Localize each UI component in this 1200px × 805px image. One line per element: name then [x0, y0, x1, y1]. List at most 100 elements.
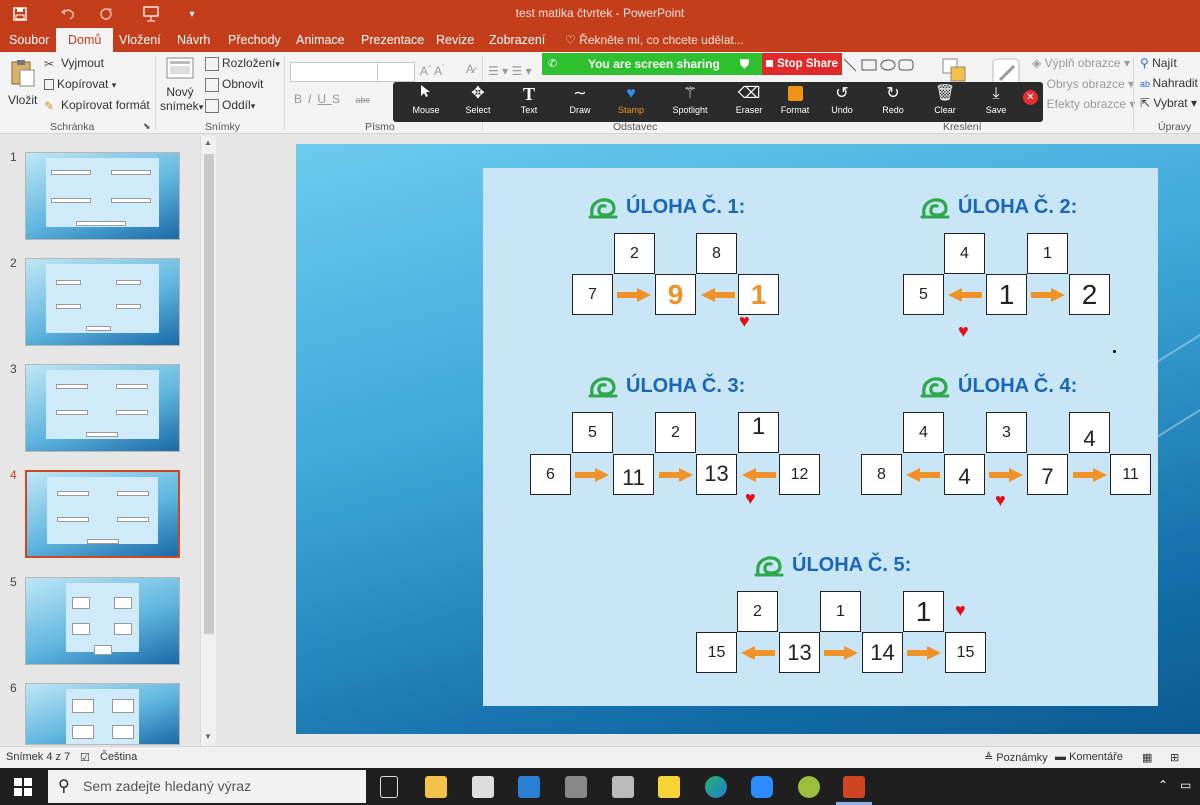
task-1-answer-box[interactable]: 1	[738, 274, 779, 315]
task-4-bottom-box[interactable]: 11	[1110, 454, 1151, 495]
windows-start-icon[interactable]	[14, 778, 32, 796]
task-5-bottom-box[interactable]: 15	[696, 632, 737, 673]
annot-redo-button[interactable]: ↻ Redo	[868, 82, 918, 122]
font-size-input[interactable]	[377, 62, 415, 82]
annot-format-button[interactable]: Format	[770, 82, 820, 122]
task-1-bottom-box[interactable]: 7	[572, 274, 613, 315]
task-4-top-box[interactable]: 4	[903, 412, 944, 453]
layout-button[interactable]: Rozložení▾	[205, 56, 280, 71]
task-4-answer-box[interactable]: 7	[1027, 454, 1068, 495]
language-indicator[interactable]: Čeština	[100, 751, 138, 763]
taskbar-search-input[interactable]: ⚲ Sem zadejte hledaný výraz	[48, 770, 366, 803]
zoom-icon[interactable]	[751, 776, 773, 798]
annot-eraser-button[interactable]: ⌫ Eraser	[724, 82, 774, 122]
task-1-answer-box[interactable]: 9	[655, 274, 696, 315]
start-slideshow-icon[interactable]	[140, 4, 162, 24]
slides-panel-scrollbar[interactable]: ▲ ▼	[200, 136, 216, 746]
task-5-top-box[interactable]: 1	[820, 591, 861, 632]
annot-save-button[interactable]: ⤓ Save	[971, 82, 1021, 122]
shape-outline-button[interactable]: ▭ Obrys obrazce ▾	[1032, 77, 1134, 91]
paste-button[interactable]: Vložit	[8, 58, 37, 107]
slide-thumbnail-4[interactable]	[25, 470, 180, 558]
powerpoint-icon[interactable]	[843, 776, 865, 798]
task-1-top-box[interactable]: 2	[614, 233, 655, 274]
slide-thumbnail-5[interactable]	[25, 577, 180, 665]
task-4-answer-box[interactable]: 4	[944, 454, 985, 495]
select-button[interactable]: ⇱ Vybrat ▾	[1140, 96, 1197, 110]
tab-prechody[interactable]: Přechody	[228, 33, 281, 47]
task-3-top-box[interactable]: 5	[572, 412, 613, 453]
font-style-buttons[interactable]: BIUS abc	[294, 92, 370, 106]
new-slide-button[interactable]: Nový snímek▾	[160, 56, 203, 113]
comments-button[interactable]: ▬ Komentáře	[1055, 751, 1123, 763]
annot-draw-button[interactable]: ∼ Draw	[555, 82, 605, 122]
tab-zobrazeni[interactable]: Zobrazení	[489, 33, 546, 47]
store-icon[interactable]	[472, 776, 494, 798]
task-5-answer-box[interactable]: 1	[903, 591, 944, 632]
annot-text-button[interactable]: T Text	[504, 82, 554, 122]
format-painter-button[interactable]: ✎Kopírovat formát	[44, 98, 150, 113]
annot-undo-button[interactable]: ↺ Undo	[817, 82, 867, 122]
task-3-answer-box[interactable]: 11	[613, 454, 654, 495]
section-button[interactable]: Oddíl▾	[205, 98, 255, 113]
paint-icon[interactable]	[798, 776, 820, 798]
reset-button[interactable]: Obnovit	[205, 77, 263, 92]
task-2-top-box[interactable]: 1	[1027, 233, 1068, 274]
task-3-answer-box[interactable]: 13	[696, 454, 737, 495]
tab-vlozeni[interactable]: Vložení	[119, 33, 161, 47]
task-3-bottom-box[interactable]: 6	[530, 454, 571, 495]
undo-icon[interactable]	[58, 4, 78, 24]
task-4-answer-box[interactable]: 4	[1069, 412, 1110, 453]
arrange-button[interactable]	[940, 56, 972, 93]
quick-styles-button[interactable]	[990, 56, 1024, 93]
edge-beta-icon[interactable]	[705, 776, 727, 798]
task-2-answer-box[interactable]: 2	[1069, 274, 1110, 315]
network-icon[interactable]: ▭	[1180, 778, 1192, 792]
task-3-top-box[interactable]: 2	[655, 412, 696, 453]
annot-spotlight-button[interactable]: ⚚ Spotlight	[665, 82, 715, 122]
replace-button[interactable]: ab Nahradit	[1140, 76, 1198, 90]
stop-share-button[interactable]: Stop Share	[762, 53, 842, 75]
dialog-launcher-icon[interactable]: ⬊	[143, 121, 151, 131]
notes-button[interactable]: ≜ Poznámky	[984, 752, 1048, 764]
normal-view-icon[interactable]: ▦	[1142, 752, 1153, 764]
mail-icon[interactable]	[518, 776, 540, 798]
clear-format-icon[interactable]: A̷	[466, 62, 475, 76]
scroll-down-icon[interactable]: ▼	[204, 732, 212, 741]
file-explorer-icon[interactable]	[425, 776, 447, 798]
task-5-bottom-box[interactable]: 15	[945, 632, 986, 673]
shape-fill-button[interactable]: ◈ Výplň obrazce ▾	[1032, 56, 1130, 70]
calculator-icon[interactable]	[612, 776, 634, 798]
slide-sorter-icon[interactable]: ⊞	[1170, 752, 1180, 764]
tab-domu[interactable]: Domů	[56, 28, 114, 52]
close-annotation-button[interactable]: ✕	[1023, 90, 1038, 105]
task-4-bottom-box[interactable]: 8	[861, 454, 902, 495]
annot-select-button[interactable]: ✥ Select	[453, 82, 503, 122]
task-1-top-box[interactable]: 8	[696, 233, 737, 274]
find-button[interactable]: ⚲ Najít	[1140, 56, 1177, 70]
customize-qat-icon[interactable]: ▾	[189, 8, 195, 20]
tab-animace[interactable]: Animace	[296, 33, 345, 47]
shape-effects-button[interactable]: ▭ Efekty obrazce ▾	[1032, 97, 1135, 111]
annot-stamp-button[interactable]: ♥ Stamp	[606, 82, 656, 122]
slide-thumbnail-3[interactable]	[25, 364, 180, 452]
scrollbar-thumb[interactable]	[204, 154, 214, 634]
cut-button[interactable]: ✂Vyjmout	[44, 56, 104, 71]
redo-icon[interactable]	[96, 4, 116, 24]
tab-soubor[interactable]: Soubor	[9, 33, 50, 47]
tab-navrh[interactable]: Návrh	[177, 33, 211, 47]
task-4-top-box[interactable]: 3	[986, 412, 1027, 453]
task-2-top-box[interactable]: 4	[944, 233, 985, 274]
app-icon[interactable]	[565, 776, 587, 798]
task-3-bottom-box[interactable]: 12	[779, 454, 820, 495]
save-icon[interactable]	[10, 4, 30, 24]
task-view-icon[interactable]	[380, 776, 398, 798]
slide-thumbnail-6[interactable]	[25, 683, 180, 745]
tell-me-box[interactable]: ♡ Řekněte mi, co chcete udělat...	[565, 33, 744, 47]
annot-mouse-button[interactable]: Mouse	[401, 82, 451, 122]
bullets-icon[interactable]: ☰ ▾ ☰ ▾	[488, 64, 532, 78]
task-5-top-box[interactable]: 2	[737, 591, 778, 632]
spellcheck-icon[interactable]: ☑	[80, 752, 90, 764]
annot-clear-button[interactable]: 🗑 Clear	[920, 82, 970, 122]
task-2-answer-box[interactable]: 1	[986, 274, 1027, 315]
